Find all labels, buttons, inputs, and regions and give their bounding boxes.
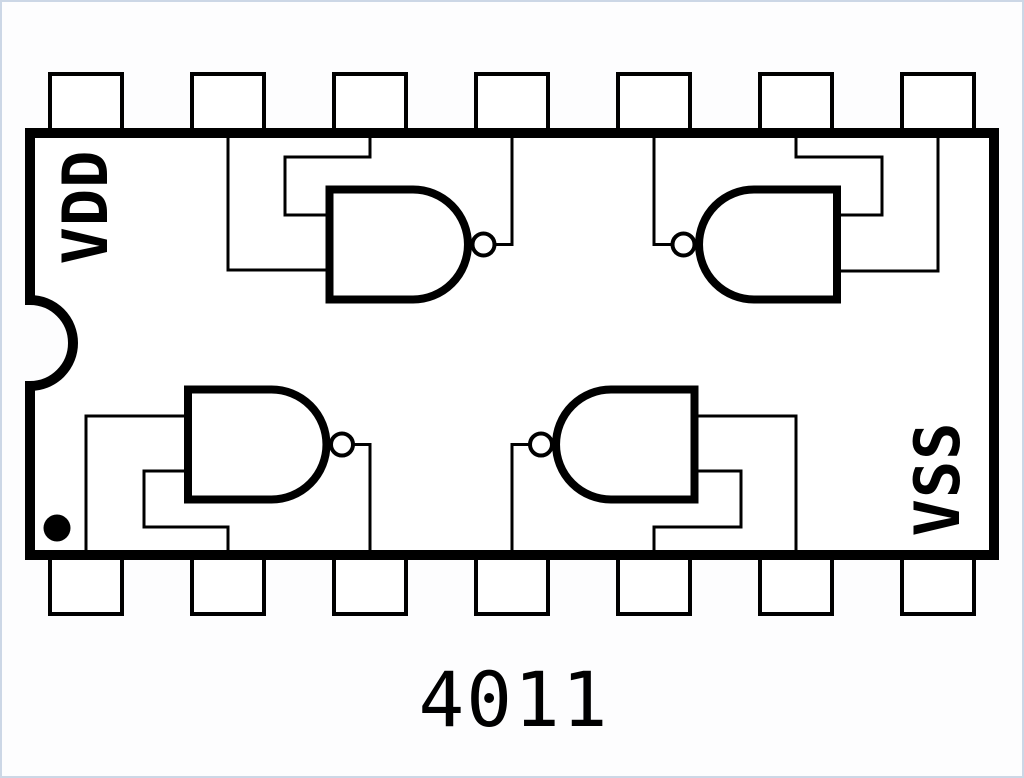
nand-gate-3-body: [184, 385, 331, 504]
top-pin-4: [474, 72, 550, 138]
top-pin-6: [758, 72, 834, 138]
gate-group: [184, 185, 841, 504]
nand-gate-3-inversion-bubble: [329, 431, 355, 458]
bottom-pin-2: [190, 550, 266, 616]
pin1-indicator-dot: [43, 514, 71, 542]
pin-group: [48, 72, 976, 616]
bubble-group: [329, 231, 697, 458]
bottom-pin-5: [616, 550, 692, 616]
top-pin-3: [332, 72, 408, 138]
top-pin-7: [900, 72, 976, 138]
part-number-label: 4011: [418, 655, 610, 744]
nand-gate-4-body: [552, 385, 699, 504]
vdd-label: VDD: [49, 149, 122, 265]
wire-gate1-input-b: [226, 133, 334, 272]
top-pin-2: [190, 72, 266, 138]
nand-gate-1-body: [325, 185, 472, 304]
wire-gate2-input-b: [834, 133, 940, 273]
nand-gate-2-body: [695, 185, 841, 304]
nand-gate-4-inversion-bubble: [528, 431, 554, 458]
wire-gate4-input-b: [652, 469, 743, 555]
wire-gate4-input-a: [690, 414, 798, 555]
bottom-pin-1: [48, 550, 124, 616]
wire-gate2-input-a: [794, 133, 884, 217]
vss-label: VSS: [901, 421, 974, 537]
nand-gate-2-inversion-bubble: [670, 231, 697, 258]
bottom-pin-6: [758, 550, 834, 616]
wire-gate3-input-a: [84, 414, 192, 555]
bottom-pin-7: [900, 550, 976, 616]
wire-gate1-input-a: [283, 133, 372, 217]
nand-gate-1-inversion-bubble: [470, 231, 497, 258]
bottom-pin-4: [474, 550, 550, 616]
bottom-pin-3: [332, 550, 408, 616]
wire-gate3-input-b: [142, 469, 230, 555]
top-pin-5: [616, 72, 692, 138]
top-pin-1: [48, 72, 124, 138]
